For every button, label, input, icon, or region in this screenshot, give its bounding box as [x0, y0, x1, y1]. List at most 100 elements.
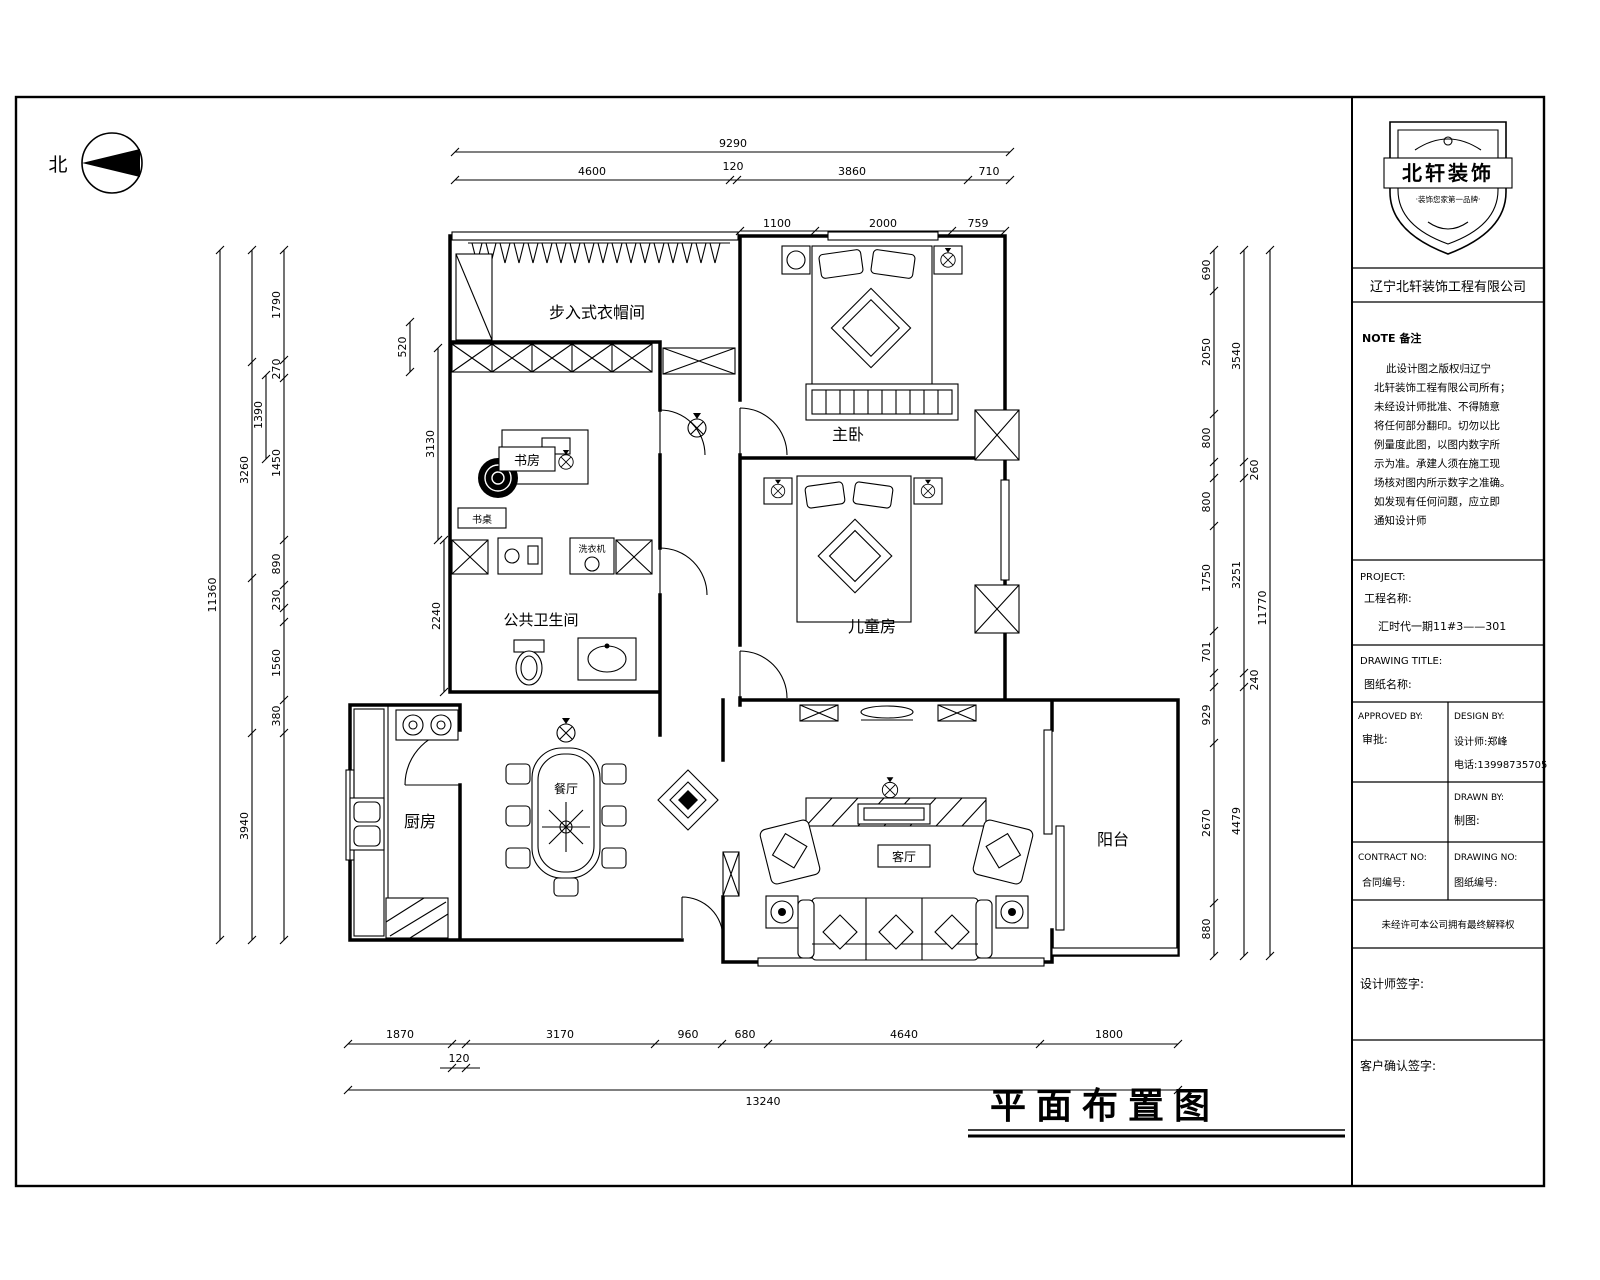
drawingno-label-en: DRAWING NO: [1454, 853, 1517, 863]
dim-ticks [343, 1039, 1183, 1095]
design-name: 设计师:郑峰 [1454, 735, 1507, 748]
room-label-closet: 步入式衣帽间 [549, 303, 645, 322]
svg-text:11360: 11360 [206, 578, 219, 613]
svg-text:3130: 3130 [424, 430, 437, 458]
room-label-kids: 儿童房 [848, 617, 896, 636]
room-master-bedroom: 主卧 [781, 245, 963, 444]
svg-text:如发现有任何问题，应立即: 如发现有任何问题，应立即 [1374, 495, 1500, 508]
project-value: 汇时代一期11#3——301 [1378, 620, 1506, 633]
note-paragraph: 此设计图之版权归辽宁 北轩装饰工程有限公司所有； 未经设计师批准、不得随意 将任… [1374, 362, 1511, 527]
nightstand [781, 245, 811, 275]
company-name: 辽宁北轩装饰工程有限公司 [1370, 279, 1526, 295]
drawingno-label-cn: 图纸编号: [1454, 876, 1497, 889]
toilet [513, 639, 545, 653]
svg-text:未经设计师批准、不得随意: 未经设计师批准、不得随意 [1374, 400, 1500, 413]
room-bathroom: 洗衣机 公共卫生间 [451, 537, 653, 686]
client-sign-label: 客户确认签字: [1360, 1058, 1436, 1073]
balcony-slider [1043, 729, 1065, 931]
room-label-kitchen: 厨房 [404, 812, 436, 831]
company-logo: 北轩装饰 ·装饰您家第一品牌· [1383, 121, 1513, 255]
svg-text:759: 759 [968, 217, 989, 230]
tv [857, 803, 931, 825]
dims-bottom: 1870 120 3170 960 680 4640 1800 13240 [343, 1028, 1183, 1108]
svg-text:800: 800 [1200, 428, 1213, 449]
north-arrow-icon [82, 149, 140, 177]
drawing-title-label-en: DRAWING TITLE: [1360, 656, 1442, 667]
svg-text:3170: 3170 [546, 1028, 574, 1041]
dims-right: 690 2050 800 260 800 1750 701 240 929 26… [1200, 245, 1275, 961]
drawn-label-en: DRAWN BY: [1454, 793, 1504, 803]
columns [974, 409, 1020, 634]
svg-text:2050: 2050 [1200, 338, 1213, 366]
svg-text:此设计图之版权归辽宁: 此设计图之版权归辽宁 [1386, 362, 1491, 375]
room-dining: 餐厅 [505, 717, 627, 897]
room-label-bathroom: 公共卫生间 [503, 611, 578, 629]
svg-text:2670: 2670 [1200, 809, 1213, 837]
svg-text:4640: 4640 [890, 1028, 918, 1041]
svg-text:通知设计师: 通知设计师 [1374, 514, 1427, 527]
room-living: 客厅 [722, 776, 1034, 961]
table-decor [542, 802, 590, 852]
svg-text:520: 520 [396, 337, 409, 358]
svg-text:960: 960 [678, 1028, 699, 1041]
sofa [797, 897, 993, 961]
svg-text:3260: 3260 [238, 456, 251, 484]
sheet-title-text: 平面布置图 [990, 1086, 1220, 1127]
svg-text:1800: 1800 [1095, 1028, 1123, 1041]
svg-text:680: 680 [735, 1028, 756, 1041]
dim-ticks [215, 245, 449, 945]
title-block: 北轩装饰 ·装饰您家第一品牌· 辽宁北轩装饰工程有限公司 NOTE 备注 此设计… [1352, 121, 1547, 1073]
room-closet: 步入式衣帽间 [451, 242, 736, 375]
svg-text:3860: 3860 [838, 165, 866, 178]
approved-label-cn: 审批: [1362, 732, 1388, 746]
svg-text:710: 710 [979, 165, 1000, 178]
design-label-en: DESIGN BY: [1454, 712, 1505, 722]
design-phone: 电话:13998735705 [1454, 758, 1547, 771]
contract-label-en: CONTRACT NO: [1358, 853, 1427, 863]
north-label: 北 [48, 154, 67, 176]
room-kids: 儿童房 [763, 475, 977, 722]
dims-left: 11360 1790 270 1390 3260 1450 890 230 15… [206, 245, 449, 945]
room-label-master: 主卧 [832, 425, 864, 444]
svg-text:380: 380 [270, 706, 283, 727]
label-washer: 洗衣机 [578, 543, 605, 555]
svg-text:880: 880 [1200, 919, 1213, 940]
dim-ticks [1209, 245, 1275, 961]
logo-text: 北轩装饰 [1402, 161, 1494, 185]
svg-text:例量度此图，以图内数字所: 例量度此图，以图内数字所 [1374, 438, 1500, 451]
room-label-study: 书房 [514, 453, 540, 469]
svg-text:120: 120 [723, 160, 744, 173]
ceiling-lamp-icon [687, 412, 707, 438]
sheet-title: 平面布置图 [968, 1086, 1345, 1138]
svg-text:1790: 1790 [270, 291, 283, 319]
chandelier-icon [556, 717, 576, 743]
svg-text:4600: 4600 [578, 165, 606, 178]
svg-text:1100: 1100 [763, 217, 791, 230]
doors [404, 407, 788, 939]
ceiling-lamp-icon [881, 776, 899, 799]
svg-text:3540: 3540 [1230, 342, 1243, 370]
approved-label-en: APPROVED BY: [1358, 712, 1423, 722]
svg-text:2240: 2240 [430, 602, 443, 630]
svg-text:将任何部分翻印。切勿以比: 将任何部分翻印。切勿以比 [1374, 419, 1500, 432]
svg-text:3251: 3251 [1230, 561, 1243, 589]
svg-text:701: 701 [1200, 642, 1213, 663]
svg-text:230: 230 [270, 590, 283, 611]
svg-text:690: 690 [1200, 260, 1213, 281]
kitchen-sink [349, 797, 385, 851]
svg-text:13240: 13240 [746, 1095, 781, 1108]
dims-top: 9290 4600 120 3860 710 1100 2000 759 [450, 137, 1015, 236]
svg-text:270: 270 [270, 359, 283, 380]
svg-text:1390: 1390 [252, 401, 265, 429]
hallway-floor-medallion [657, 412, 719, 831]
svg-text:示为准。承建人须在施工现: 示为准。承建人须在施工现 [1374, 457, 1500, 470]
svg-text:240: 240 [1248, 670, 1261, 691]
note-label: NOTE 备注 [1362, 331, 1421, 345]
svg-text:1750: 1750 [1200, 564, 1213, 592]
svg-text:120: 120 [449, 1052, 470, 1065]
room-label-living: 客厅 [892, 849, 916, 864]
svg-text:4479: 4479 [1230, 807, 1243, 835]
room-study: 书房 书桌 [457, 429, 589, 529]
sheet-frame [14, 95, 1546, 1188]
